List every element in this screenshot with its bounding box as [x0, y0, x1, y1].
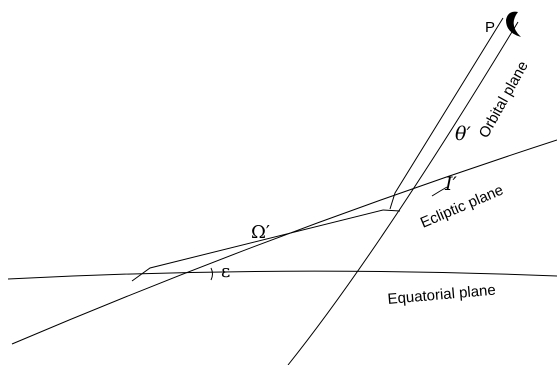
equatorial-plane-curve	[7, 270, 557, 280]
node-arc-band	[382, 209, 401, 212]
inclination-angle-arc	[431, 186, 448, 197]
node-label: Ω′	[251, 222, 270, 243]
orbital-plane-curve	[287, 21, 519, 365]
obliquity-angle-arc	[210, 267, 213, 281]
theta-label: θ′	[455, 123, 471, 145]
obliquity-label: ε	[221, 261, 230, 282]
ecliptic-plane-label: Ecliptic plane	[418, 181, 506, 231]
point-label: P	[485, 19, 495, 36]
ecliptic-plane-curve	[11, 139, 557, 345]
equator-segment-arc	[131, 209, 384, 282]
moon-crescent-icon	[506, 11, 521, 37]
orbital-plane-label: Orbital plane	[476, 58, 532, 141]
equatorial-plane-label: Equatorial plane	[387, 282, 496, 308]
inclination-label: I′	[444, 173, 458, 195]
orbital-arc-band	[389, 17, 504, 210]
